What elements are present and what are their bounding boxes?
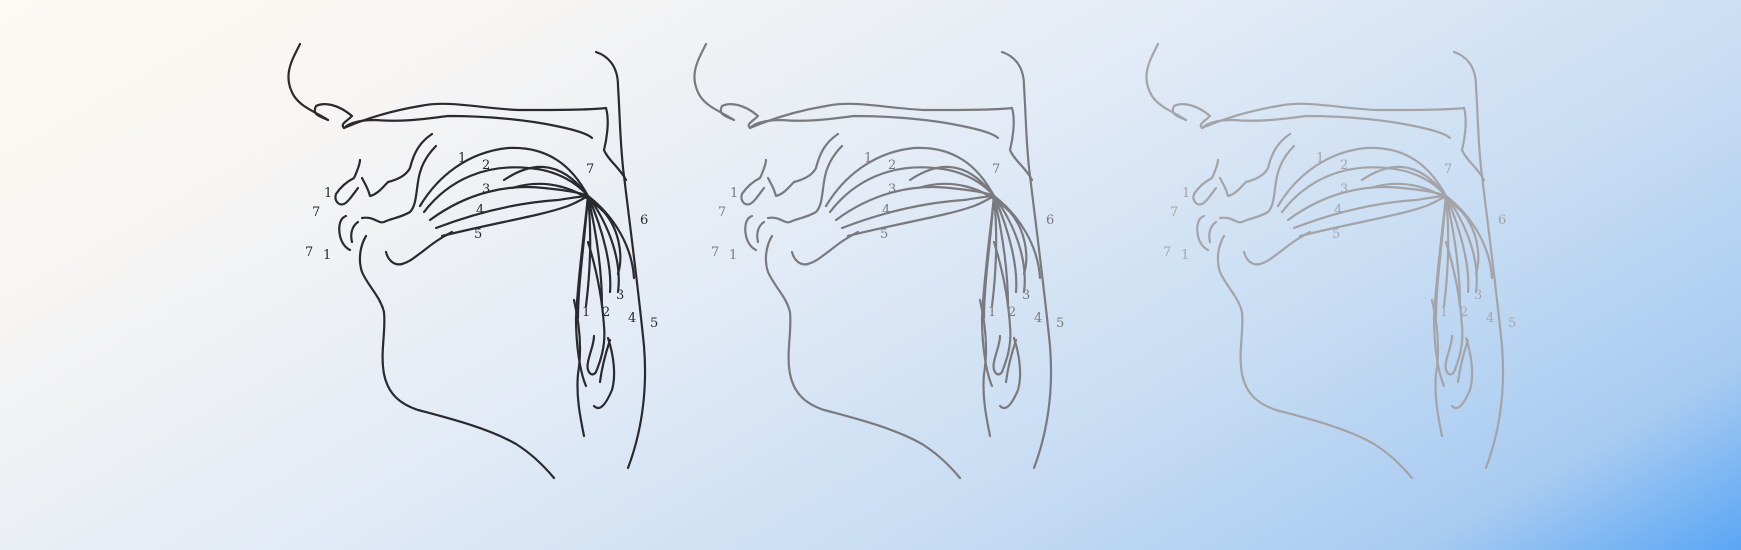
tongue-label-upper-4: 4: [476, 203, 484, 218]
tongue-label-lower-4: 4: [1486, 311, 1494, 326]
tongue-label-upper-2: 2: [482, 158, 490, 173]
lip-label-lower-1: 1: [323, 248, 331, 263]
tongue-label-upper-5: 5: [880, 227, 888, 242]
tongue-label-lower-5: 5: [1056, 316, 1064, 331]
tongue-label-lower-4: 4: [628, 311, 636, 326]
tongue-label-lower-5: 5: [650, 316, 658, 331]
tongue-label-upper-5: 5: [474, 227, 482, 242]
labels-3: 1 7 7 1 1 2 3 4 5 7 6 1 2 3 4 5: [1163, 151, 1516, 331]
tongue-label-upper-1: 1: [458, 151, 466, 166]
labels-2: 1 7 7 1 1 2 3 4 5 7 6 1 2 3 4 5: [711, 151, 1064, 331]
lip-label-upper-7: 7: [312, 205, 320, 220]
tongue-label-lower-3: 3: [616, 288, 624, 303]
tongue-label-6: 6: [1498, 213, 1506, 228]
tongue-label-lower-4: 4: [1034, 311, 1042, 326]
panel-1: 1 7 7 1 1 2 3 4 5 7 6 1 2 3 4 5: [287, 42, 658, 480]
lip-label-lower-7: 7: [1163, 245, 1171, 260]
tongue-label-lower-1: 1: [582, 305, 590, 320]
tongue-label-lower-2: 2: [1460, 305, 1468, 320]
tongue-label-lower-1: 1: [988, 305, 996, 320]
tongue-label-7: 7: [1444, 162, 1452, 177]
tongue-label-upper-2: 2: [1340, 158, 1348, 173]
tongue-label-upper-5: 5: [1332, 227, 1340, 242]
vocal-tract-outline-2: [693, 42, 1053, 480]
tongue-label-7: 7: [586, 162, 594, 177]
tongue-label-lower-3: 3: [1022, 288, 1030, 303]
lip-label-upper-7: 7: [718, 205, 726, 220]
tongue-label-lower-2: 2: [1008, 305, 1016, 320]
vocal-tract-outline-3: [1145, 42, 1505, 480]
lip-label-lower-7: 7: [305, 245, 313, 260]
panel-3: 1 7 7 1 1 2 3 4 5 7 6 1 2 3 4 5: [1145, 42, 1516, 480]
lip-label-upper-1: 1: [324, 186, 332, 201]
tongue-label-lower-1: 1: [1440, 305, 1448, 320]
tongue-label-6: 6: [640, 213, 648, 228]
lip-label-upper-7: 7: [1170, 205, 1178, 220]
tongue-label-upper-1: 1: [1316, 151, 1324, 166]
lip-label-upper-1: 1: [1182, 186, 1190, 201]
panel-2: 1 7 7 1 1 2 3 4 5 7 6 1 2 3 4 5: [693, 42, 1064, 480]
lip-label-upper-1: 1: [730, 186, 738, 201]
lip-label-lower-1: 1: [729, 248, 737, 263]
lip-label-lower-1: 1: [1181, 248, 1189, 263]
tongue-label-upper-3: 3: [1340, 182, 1348, 197]
tongue-label-upper-2: 2: [888, 158, 896, 173]
tongue-label-upper-4: 4: [882, 203, 890, 218]
tongue-label-6: 6: [1046, 213, 1054, 228]
vocal-tract-outline-1: [287, 42, 647, 480]
labels-1: 1 7 7 1 1 2 3 4 5 7 6 1 2 3 4 5: [305, 151, 658, 331]
tongue-label-upper-4: 4: [1334, 203, 1342, 218]
tongue-label-lower-5: 5: [1508, 316, 1516, 331]
tongue-label-upper-3: 3: [888, 182, 896, 197]
tongue-label-7: 7: [992, 162, 1000, 177]
tongue-label-upper-1: 1: [864, 151, 872, 166]
lip-label-lower-7: 7: [711, 245, 719, 260]
tongue-label-lower-3: 3: [1474, 288, 1482, 303]
tongue-label-lower-2: 2: [602, 305, 610, 320]
tongue-label-upper-3: 3: [482, 182, 490, 197]
